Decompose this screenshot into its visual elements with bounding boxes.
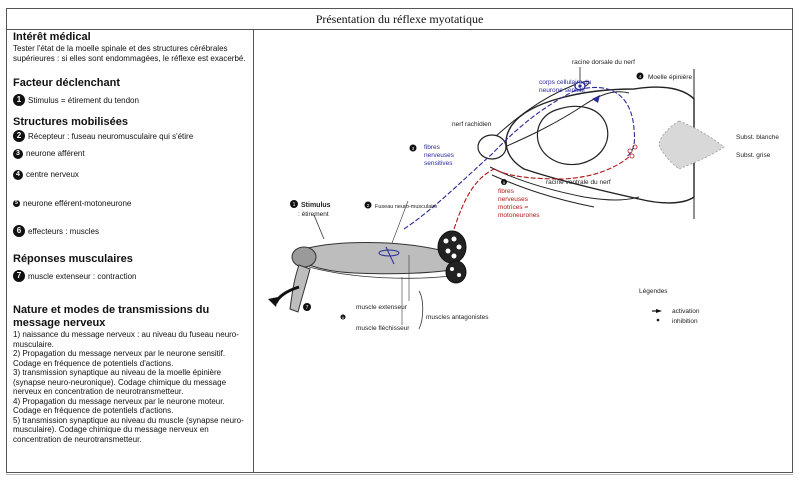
label-etirement: : étirement xyxy=(298,211,329,218)
label-fibres-motrices-2: nerveuses xyxy=(498,196,529,203)
number-badge-fibres-motrices xyxy=(501,179,507,185)
nature-line: 2) Propagation du message nerveux par le… xyxy=(13,349,226,368)
legend-title: Légendes xyxy=(639,288,668,295)
number-fuseau: 2 xyxy=(367,203,370,208)
number-badge: 7 xyxy=(13,270,25,282)
number-moelle: 4 xyxy=(639,74,642,79)
diagram-panel: racine dorsale du nerf corps cellulaire … xyxy=(254,29,792,472)
number-badge-stimulus xyxy=(290,200,298,208)
activation-arrow-icon xyxy=(656,309,662,313)
number-badge: 6 xyxy=(13,225,25,237)
nature-title: Nature et modes de transmissions du mess… xyxy=(13,304,210,329)
label-racine-ventrale: racine ventrale du nerf xyxy=(546,179,611,186)
label-moelle: Moelle épinière xyxy=(648,74,692,81)
label-stimulus: Stimulus xyxy=(301,202,331,209)
structure-item: 3 neurone afférent xyxy=(13,148,249,159)
number-badge: 5 xyxy=(13,200,20,207)
label-fibres-motrices-1: fibres xyxy=(498,188,515,195)
label-muscle-flechisseur: muscle fléchisseur xyxy=(356,325,410,332)
structure-item-text: centre nerveux xyxy=(26,170,79,179)
structure-item: 2 Récepteur : fuseau neuromusculaire qui… xyxy=(13,130,249,142)
label-nerf-rachidien: nerf rachidien xyxy=(452,121,492,128)
label-muscle-extenseur: muscle extenseur xyxy=(356,304,408,311)
text-panel: Intérêt médical Tester l'état de la moel… xyxy=(7,29,254,472)
number-stimulus: 1 xyxy=(293,202,296,208)
reponse-item-text: muscle extenseur : contraction xyxy=(28,271,137,281)
legend: Légendes activation inhibition xyxy=(639,288,700,325)
structure-item-text: effecteurs : muscles xyxy=(28,226,99,236)
facteur-item-text: Stimulus = étirement du tendon xyxy=(28,95,139,105)
number-badge: 2 xyxy=(13,130,25,142)
number-badge-6 xyxy=(340,314,346,320)
structures-title: Structures mobilisées xyxy=(13,116,128,128)
figure-frame: Présentation du réflexe myotatique Intér… xyxy=(6,8,793,473)
legend-activation: activation xyxy=(672,308,700,315)
label-fuseau: Fuseau neuro-musculaire xyxy=(375,204,437,210)
number-badge-moelle xyxy=(636,72,644,80)
number-badge: 4 xyxy=(13,169,23,180)
number-7: 7 xyxy=(306,305,309,311)
label-fibres-motrices-4: motoneurones xyxy=(498,212,540,219)
number-fibres-motrices: 5 xyxy=(503,180,506,185)
structure-item: 5 neurone efférent-motoneurone xyxy=(13,198,249,209)
page-title: Présentation du réflexe myotatique xyxy=(7,9,792,30)
spinal-cord xyxy=(505,69,725,219)
number-badge-fuseau xyxy=(364,201,372,209)
structure-item: 6 effecteurs : muscles xyxy=(13,225,249,237)
synapse-cluster xyxy=(627,144,638,159)
label-fibres-motrices-3: motrices = xyxy=(498,204,528,211)
label-racine-dorsale: racine dorsale du nerf xyxy=(572,59,635,66)
number-fibres-sensitives: 3 xyxy=(412,146,415,151)
reponse-item: 7 muscle extenseur : contraction xyxy=(13,270,249,282)
leg-drawing xyxy=(289,230,467,313)
number-badge: 1 xyxy=(13,94,25,106)
label-fibres-sensitives-1: fibres xyxy=(424,144,441,151)
structure-item-text: neurone efférent-motoneurone xyxy=(23,199,132,208)
reponses-title: Réponses musculaires xyxy=(13,253,133,265)
bottom-rule xyxy=(6,474,793,475)
reflex-diagram: racine dorsale du nerf corps cellulaire … xyxy=(268,59,779,332)
nature-line: 5) transmission synaptique au niveau du … xyxy=(13,415,244,444)
legend-inhibition: inhibition xyxy=(672,318,698,325)
structure-item-text: neurone afférent xyxy=(26,149,85,158)
nature-line: 1) naissance du message nerveux : au niv… xyxy=(13,330,239,349)
label-fibres-sensitives-3: sensitives xyxy=(424,160,453,167)
structure-item-text: Récepteur : fuseau neuromusculaire qui s… xyxy=(28,131,194,141)
label-fibres-sensitives-2: nerveuses xyxy=(424,152,455,159)
label-corps-cellulaire-1: corps cellulaire du xyxy=(539,79,592,86)
number-badge-7 xyxy=(303,303,311,311)
number-badge: 3 xyxy=(13,148,23,159)
label-muscles-antagonistes: muscles antagonistes xyxy=(426,314,489,321)
interet-title: Intérêt médical xyxy=(13,31,91,43)
inhibition-dot-icon xyxy=(656,318,660,322)
label-corps-cellulaire-2: neurone sensitif xyxy=(539,87,585,94)
number-badge-fibres-sensitives xyxy=(409,144,417,152)
facteur-item: 1 Stimulus = étirement du tendon xyxy=(13,94,249,106)
nature-line: 3) transmission synaptique au niveau de … xyxy=(13,368,227,396)
label-subst-grise: Subst. grise xyxy=(736,152,771,159)
nature-line: 4) Propagation du message nerveux par le… xyxy=(13,396,225,416)
interet-text: Tester l'état de la moelle spinale et de… xyxy=(13,44,246,63)
structure-item: 4 centre nerveux xyxy=(13,169,249,180)
number-6: 6 xyxy=(342,316,344,320)
label-subst-blanche: Subst. blanche xyxy=(736,134,779,141)
facteur-title: Facteur déclenchant xyxy=(13,77,120,89)
